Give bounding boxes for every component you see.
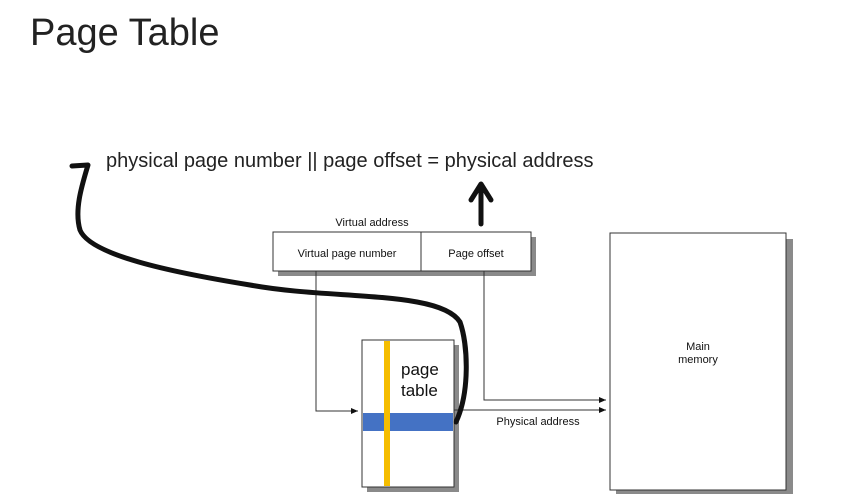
main-memory-label-line2: memory xyxy=(678,354,718,366)
virtual-page-number-label: Virtual page number xyxy=(298,248,397,260)
physical-address-label: Physical address xyxy=(496,416,580,428)
page-offset-arrow xyxy=(483,271,606,403)
page-table-label-line2: table xyxy=(401,381,438,400)
virtual-address-label: Virtual address xyxy=(335,217,409,229)
page-title: Page Table xyxy=(30,12,220,54)
main-memory-box xyxy=(609,232,787,491)
page-table-label-line1: page xyxy=(401,360,439,379)
page-offset-label: Page offset xyxy=(448,248,503,260)
virtual-address-box xyxy=(272,231,532,272)
page-table-highlight-row xyxy=(363,413,453,431)
handdrawn-up-arrow-head xyxy=(468,181,494,203)
handdrawn-curved-arrow xyxy=(69,162,469,425)
main-memory-label-line1: Main xyxy=(686,341,710,353)
virtual-page-number-arrow xyxy=(315,271,358,414)
page-table-highlight-column xyxy=(384,341,390,486)
formula-text: physical page number || page offset = ph… xyxy=(106,150,594,172)
